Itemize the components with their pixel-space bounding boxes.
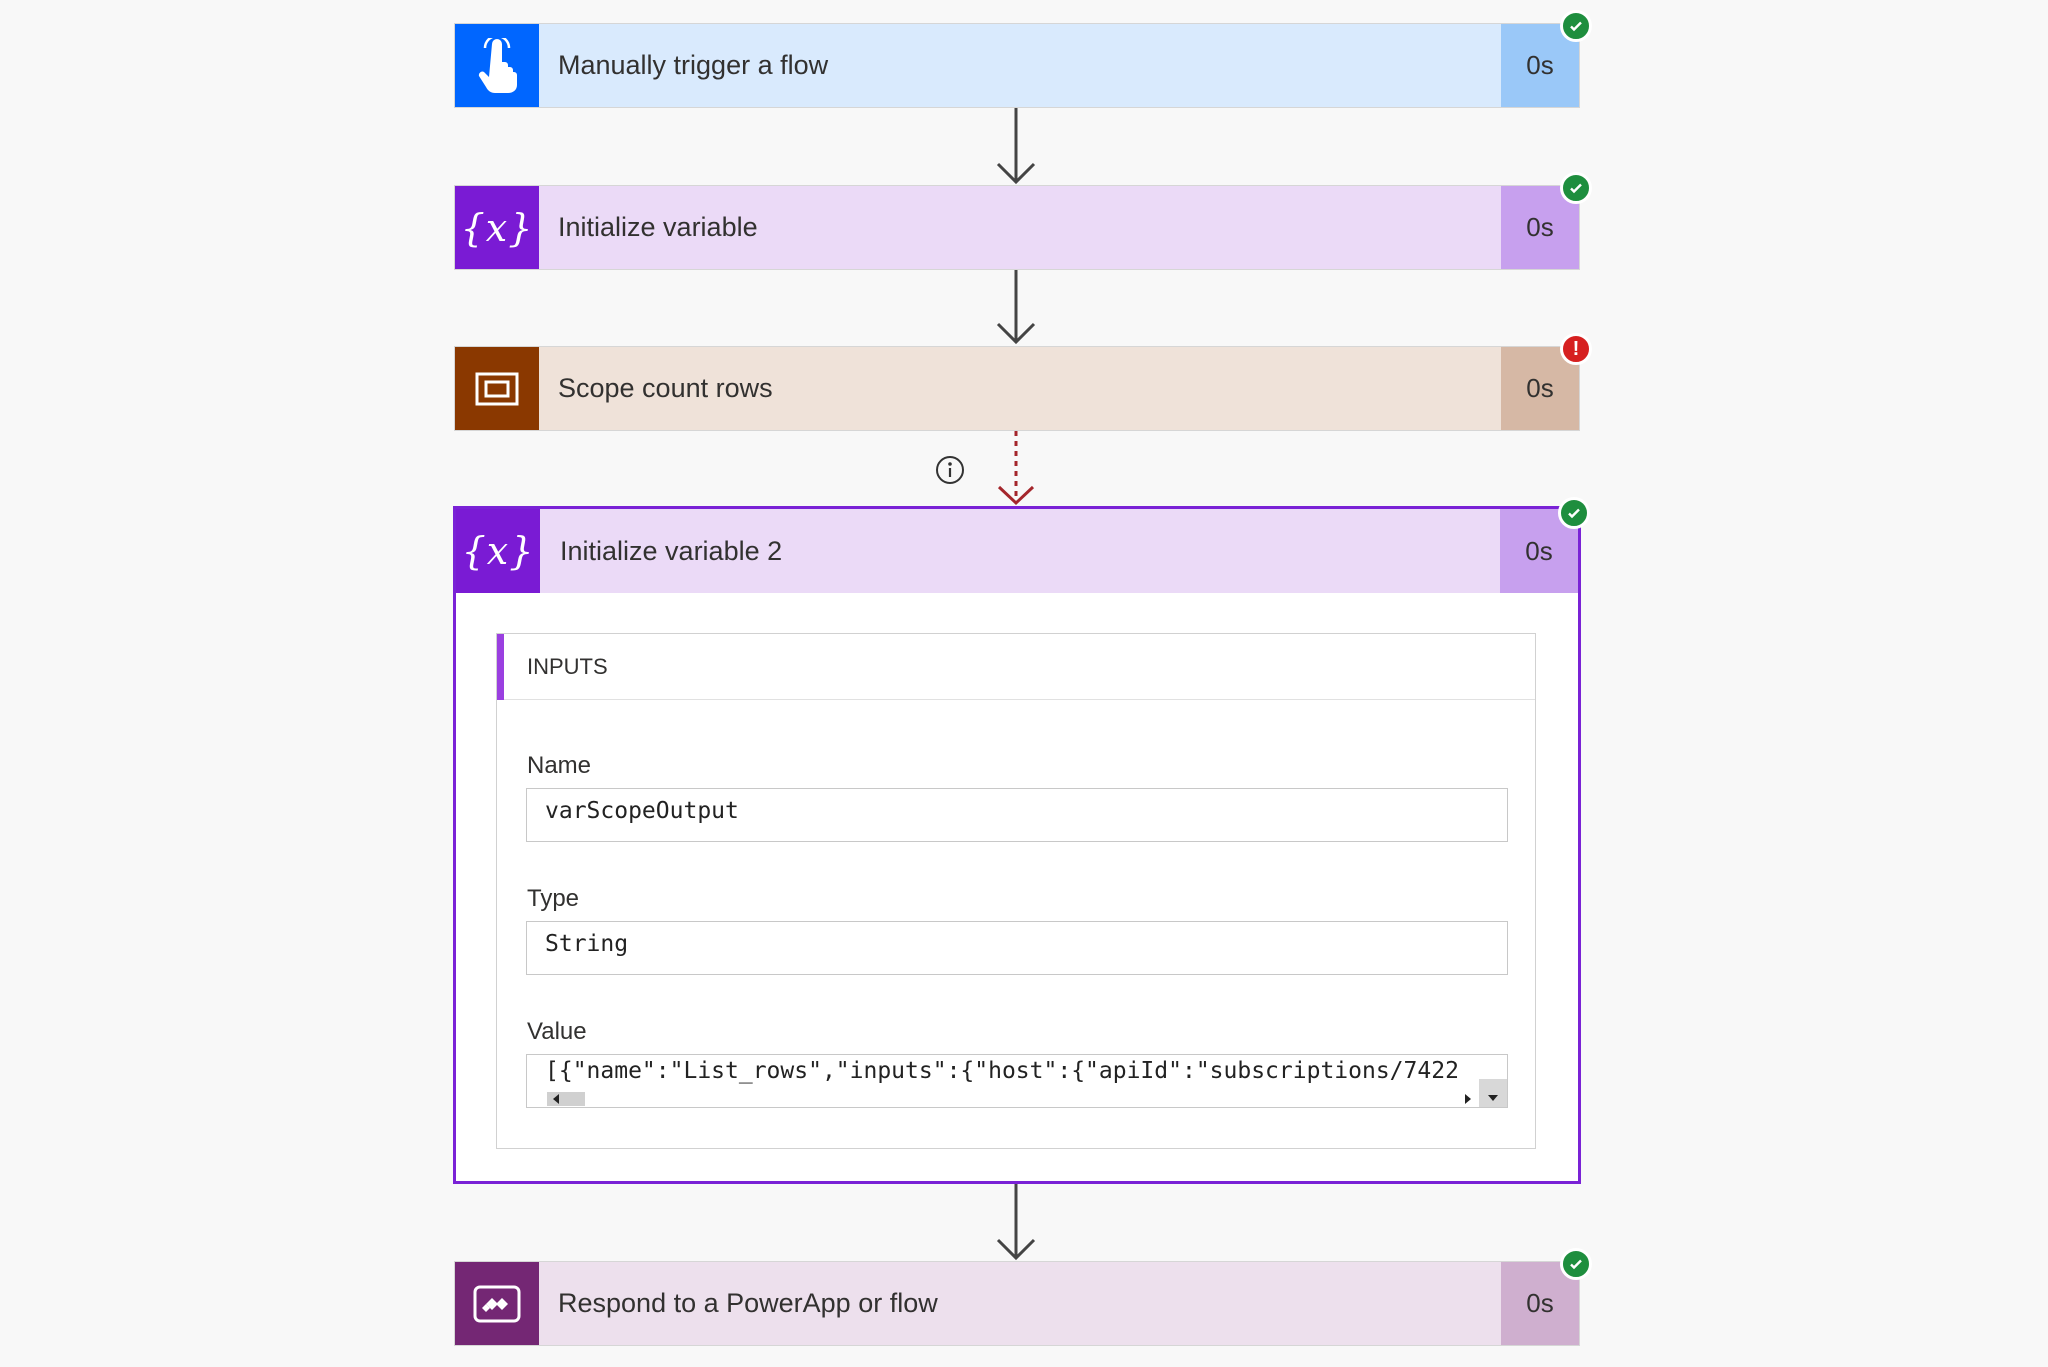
success-status-icon	[1560, 10, 1592, 42]
scroll-right-icon[interactable]	[1463, 1092, 1473, 1106]
trigger-icon-box	[455, 24, 539, 107]
step-card-scope-count-rows[interactable]: Scope count rows 0s	[454, 346, 1580, 431]
step-header[interactable]: {x} Initialize variable 2 0s	[456, 509, 1578, 593]
success-status-icon	[1558, 497, 1590, 529]
inputs-header[interactable]: INPUTS	[497, 634, 1535, 700]
inputs-header-label: INPUTS	[527, 654, 608, 679]
step-card-manual-trigger[interactable]: Manually trigger a flow 0s	[454, 23, 1580, 108]
variable-icon-box: {x}	[455, 186, 539, 269]
value-text: [{"name":"List_rows","inputs":{"host":{"…	[545, 1058, 1459, 1084]
step-card-initialize-variable-2[interactable]: {x} Initialize variable 2 0s INPUTS Name…	[453, 506, 1581, 1184]
scroll-left-icon[interactable]	[551, 1092, 561, 1106]
touch-hand-icon	[478, 37, 517, 93]
scrollbar-corner[interactable]	[1479, 1079, 1507, 1107]
value-field[interactable]: [{"name":"List_rows","inputs":{"host":{"…	[526, 1054, 1508, 1108]
powerapps-icon	[473, 1285, 521, 1322]
connector-arrow	[996, 1184, 1036, 1261]
step-card-respond-to-powerapp[interactable]: Respond to a PowerApp or flow 0s	[454, 1261, 1580, 1346]
inputs-accent-bar	[497, 634, 504, 700]
name-label: Name	[527, 752, 592, 779]
connector-arrow-error	[997, 431, 1035, 506]
info-icon[interactable]	[934, 454, 966, 486]
step-title: Manually trigger a flow	[558, 50, 829, 80]
name-field[interactable]: varScopeOutput	[526, 788, 1508, 842]
step-title: Initialize variable	[558, 212, 758, 242]
step-title: Initialize variable 2	[560, 535, 783, 566]
connector-arrow	[996, 108, 1036, 185]
scroll-down-icon[interactable]	[1486, 1093, 1500, 1103]
error-status-icon: !	[1560, 333, 1592, 365]
value-label: Value	[527, 1018, 587, 1045]
success-status-icon	[1560, 1248, 1592, 1280]
step-card-initialize-variable[interactable]: {x} Initialize variable 0s	[454, 185, 1580, 270]
variable-braces-icon: {x}	[461, 529, 535, 573]
step-title: Respond to a PowerApp or flow	[558, 1288, 938, 1318]
powerapps-icon-box	[455, 1262, 539, 1345]
variable-braces-icon: {x}	[460, 205, 534, 250]
scope-icon	[475, 372, 519, 405]
inputs-panel: INPUTS Name varScopeOutput Type String V…	[496, 633, 1536, 1149]
variable-icon-box: {x}	[456, 509, 540, 593]
connector-arrow	[996, 270, 1036, 345]
step-title: Scope count rows	[558, 373, 773, 403]
horizontal-scrollbar-thumb[interactable]	[547, 1092, 585, 1106]
step-duration: 0s	[1501, 1262, 1579, 1345]
type-field[interactable]: String	[526, 921, 1508, 975]
scope-icon-box	[455, 347, 539, 430]
type-label: Type	[527, 885, 580, 912]
success-status-icon	[1560, 172, 1592, 204]
